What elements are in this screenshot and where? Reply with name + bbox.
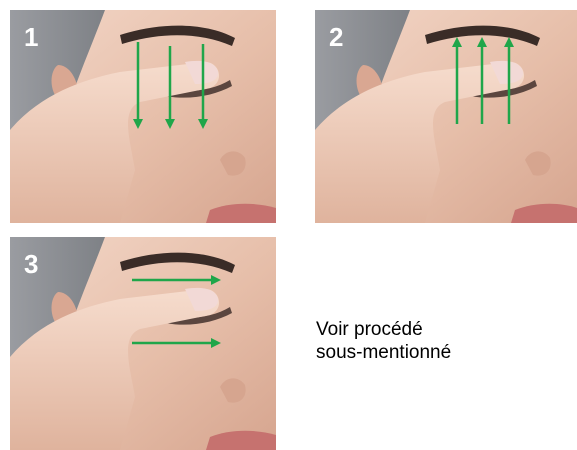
face-photo-1 bbox=[10, 10, 276, 223]
step-number: 3 bbox=[24, 251, 38, 277]
procedure-caption: Voir procédé sous-mentionné bbox=[316, 318, 566, 364]
step-number: 2 bbox=[329, 24, 343, 50]
massage-step-2-image: 2 bbox=[315, 10, 577, 223]
step-number: 1 bbox=[24, 24, 38, 50]
face-photo-2 bbox=[315, 10, 577, 223]
massage-step-1-image: 1 bbox=[10, 10, 276, 223]
massage-step-3-image: 3 bbox=[10, 237, 276, 450]
caption-line-2: sous-mentionné bbox=[316, 341, 566, 364]
face-photo-3 bbox=[10, 237, 276, 450]
caption-line-1: Voir procédé bbox=[316, 318, 566, 341]
